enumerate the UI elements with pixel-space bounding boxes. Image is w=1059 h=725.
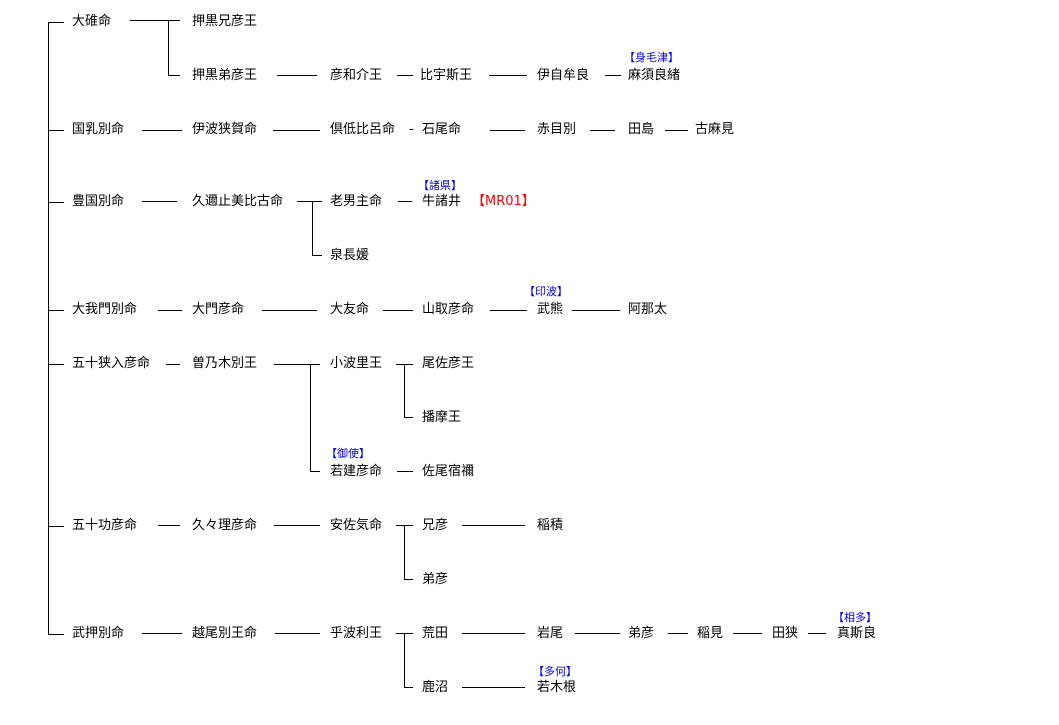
person-node: 伊波狭賀命 <box>192 122 258 137</box>
person-node: 播摩王 <box>422 410 462 425</box>
person-node: 山取彦命 <box>422 302 475 317</box>
person-node: 赤目別 <box>537 122 577 137</box>
clan-annotation: 【印波】 <box>524 285 568 298</box>
person-node: 小波里王 <box>330 356 383 371</box>
person-node: 田狭 <box>772 626 799 641</box>
person-node: 曽乃木別王 <box>192 356 258 371</box>
person-node: 弟彦 <box>422 572 449 587</box>
person-node: 岩尾 <box>537 626 564 641</box>
person-node: 泉長媛 <box>330 248 370 263</box>
person-node: 大友命 <box>330 302 370 317</box>
person-node: 稲積 <box>537 518 564 533</box>
person-node: 久邇止美比古命 <box>192 194 284 209</box>
clan-annotation: 【身毛津】 <box>624 51 679 64</box>
person-node: 若建彦命 <box>330 464 383 479</box>
person-node: 尾佐彦王 <box>422 356 475 371</box>
dash-separator: - <box>409 122 414 137</box>
person-node: 石尾命 <box>422 122 462 137</box>
person-node: 安佐気命 <box>330 518 383 533</box>
person-node: 久々理彦命 <box>192 518 258 533</box>
person-node: 弟彦 <box>628 626 655 641</box>
person-node: 比宇斯王 <box>420 68 473 83</box>
person-node: 武押別命 <box>72 626 125 641</box>
person-node: 荒田 <box>422 626 449 641</box>
person-node: 麻須良緒 <box>628 68 681 83</box>
person-node: 五十功彦命 <box>72 518 138 533</box>
person-node: 牛諸井 <box>422 194 462 209</box>
person-node: 古麻見 <box>695 122 735 137</box>
person-node: 阿那太 <box>628 302 668 317</box>
person-node: 若木根 <box>537 680 577 695</box>
person-node: 真斯良 <box>837 626 877 641</box>
person-node: 越尾別王命 <box>192 626 258 641</box>
person-node: 武熊 <box>537 302 564 317</box>
person-node: 兄彦 <box>422 518 449 533</box>
person-node: 佐尾宿禰 <box>422 464 475 479</box>
person-node: 国乳別命 <box>72 122 125 137</box>
person-node: 彦和介王 <box>330 68 383 83</box>
person-node: 伊自牟良 <box>537 68 590 83</box>
person-node: 豊国別命 <box>72 194 125 209</box>
person-node: 倶低比呂命 <box>330 122 396 137</box>
clan-annotation: 【多何】 <box>533 665 577 678</box>
clan-annotation: 【相多】 <box>833 611 877 624</box>
clan-annotation: 【御使】 <box>326 447 370 460</box>
person-node: 大我門別命 <box>72 302 138 317</box>
clan-annotation: 【諸県】 <box>418 179 462 192</box>
person-node: 乎波利王 <box>330 626 383 641</box>
person-node: 五十狭入彦命 <box>72 356 151 371</box>
person-node: 稲見 <box>697 626 724 641</box>
code-annotation: 【MR01】 <box>472 194 535 209</box>
person-node: 押黒兄彦王 <box>192 14 258 29</box>
person-node: 老男主命 <box>330 194 383 209</box>
person-node: 鹿沼 <box>422 680 449 695</box>
person-node: 田島 <box>628 122 655 137</box>
person-node: 大碓命 <box>72 14 112 29</box>
person-node: 大門彦命 <box>192 302 245 317</box>
person-node: 押黒弟彦王 <box>192 68 258 83</box>
